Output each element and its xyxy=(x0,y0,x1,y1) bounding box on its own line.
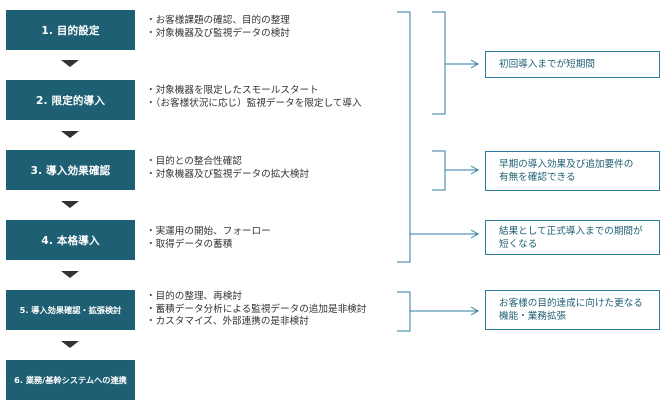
step-1-label: 1. 目的設定 xyxy=(41,24,100,37)
description-line: ・対象機器及び監視データの拡大検討 xyxy=(146,168,310,180)
step-3-box: 3. 導入効果確認 xyxy=(6,150,135,190)
outcome-3-box: 結果として正式導入までの期間が 短くなる xyxy=(485,220,660,255)
outcome-1-box: 初回導入までが短期間 xyxy=(485,51,660,78)
outcome-line: 有無を確認できる xyxy=(499,172,576,183)
outcome-line: お客様の目的達成に向けた更なる xyxy=(499,298,643,309)
description-line: ・実運用の開始、フォーロー xyxy=(146,226,271,237)
description-line: ・（お客様状況に応じ）監視データを限定して導入 xyxy=(146,97,362,109)
step-1-description: ・お客様課題の確認、目的の整理 ・対象機器及び監視データの検討 xyxy=(146,15,290,40)
outcome-line: 結果として正式導入までの期間が xyxy=(499,225,643,237)
description-line: ・取得データの蓄積 xyxy=(146,238,233,250)
down-arrow-icon xyxy=(61,131,79,138)
description-line: ・目的の整理、再検討 xyxy=(146,291,242,302)
step-3-description: ・目的との整合性確認 ・対象機器及び監視データの拡大検討 xyxy=(146,156,309,181)
step-5-description: ・目的の整理、再検討 ・蓄積データ分析による監視データの追加是非検討 ・カスタマ… xyxy=(146,291,366,329)
step-1-box: 1. 目的設定 xyxy=(6,10,135,50)
step-2-label: 2. 限定的導入 xyxy=(35,94,106,107)
outcome-line: 初回導入までが短期間 xyxy=(499,59,595,70)
description-line: ・対象機器を限定したスモールスタート xyxy=(146,85,319,96)
down-arrow-icon xyxy=(61,341,79,348)
outcome-2-box: 早期の導入効果及び追加要件の 有無を確認できる xyxy=(485,151,660,191)
step-4-description: ・実運用の開始、フォーロー ・取得データの蓄積 xyxy=(146,226,271,251)
description-line: ・カスタマイズ、外部連携の是非検討 xyxy=(146,316,309,327)
step-6-label: 6. 業務/基幹システムへの連携 xyxy=(14,375,127,385)
step-5-box: 5. 導入効果確認・拡張検討 xyxy=(6,290,135,330)
description-line: ・目的との整合性確認 xyxy=(146,156,242,167)
step-2-box: 2. 限定的導入 xyxy=(6,80,135,120)
description-line: ・お客様課題の確認、目的の整理 xyxy=(146,15,290,26)
description-line: ・対象機器及び監視データの検討 xyxy=(146,27,290,39)
outcome-line: 機能・業務拡張 xyxy=(499,311,567,322)
step-2-description: ・対象機器を限定したスモールスタート ・（お客様状況に応じ）監視データを限定して… xyxy=(146,85,362,110)
step-3-label: 3. 導入効果確認 xyxy=(30,164,111,177)
down-arrow-icon xyxy=(61,271,79,278)
step-5-label: 5. 導入効果確認・拡張検討 xyxy=(19,305,122,315)
outcome-4-box: お客様の目的達成に向けた更なる 機能・業務拡張 xyxy=(485,290,660,330)
step-6-box: 6. 業務/基幹システムへの連携 xyxy=(6,360,135,400)
step-4-box: 4. 本格導入 xyxy=(6,220,135,260)
outcome-line: 短くなる xyxy=(499,238,538,250)
description-line: ・蓄積データ分析による監視データの追加是非検討 xyxy=(146,303,367,315)
outcome-line: 早期の導入効果及び追加要件の xyxy=(499,159,634,170)
step-4-label: 4. 本格導入 xyxy=(41,234,100,247)
down-arrow-icon xyxy=(61,201,79,208)
down-arrow-icon xyxy=(61,60,79,67)
